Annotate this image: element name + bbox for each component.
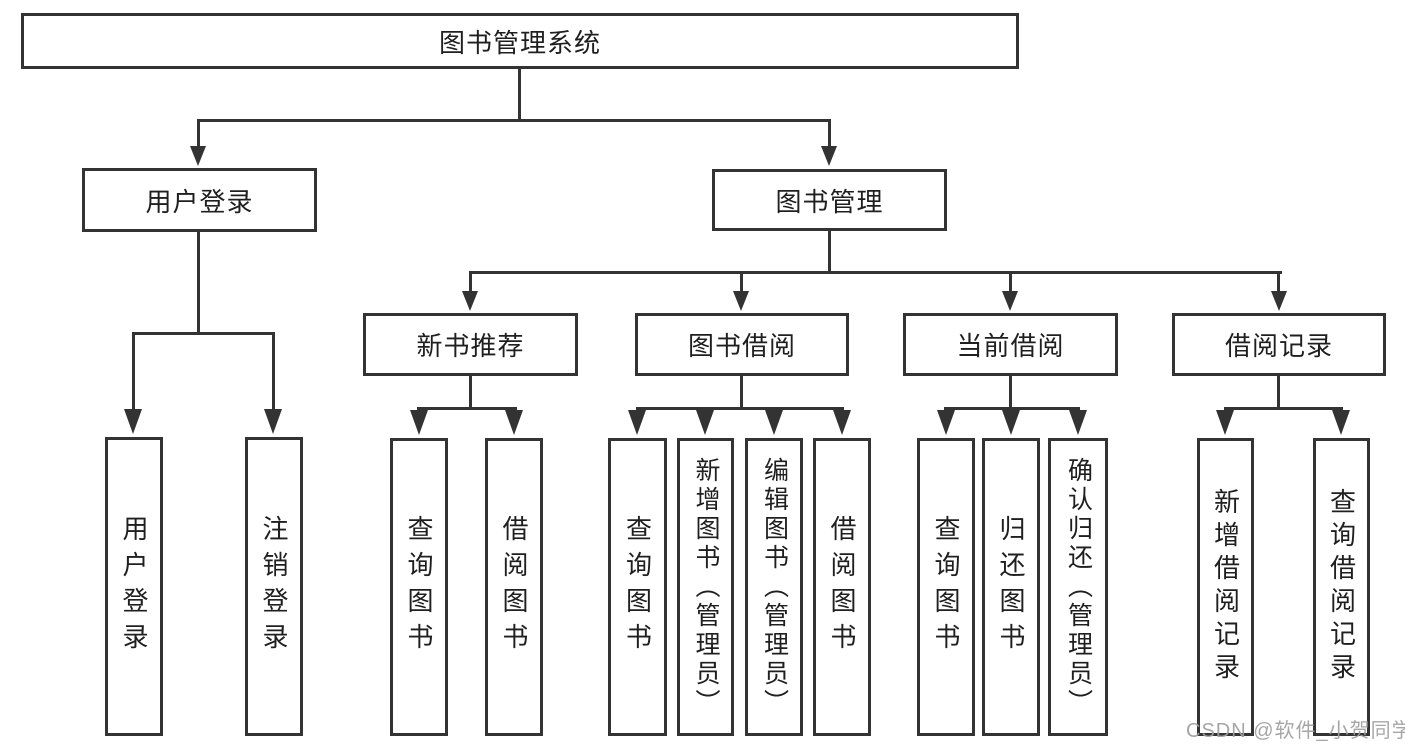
- connector-line: [828, 119, 831, 148]
- arrow-down-icon: [937, 410, 955, 435]
- connector-line: [469, 271, 1282, 274]
- node-label: 查询图书: [404, 515, 434, 659]
- arrow-down-icon: [1216, 410, 1234, 435]
- watermark: CSDN @软件_小贺同学: [1186, 720, 1405, 742]
- node-label: 归还图书: [996, 515, 1026, 659]
- connector-line: [1009, 376, 1012, 410]
- arrow-down-icon: [696, 410, 714, 435]
- arrow-down-icon: [1332, 410, 1350, 435]
- node-borrowing-records: 借阅记录: [1172, 313, 1386, 376]
- connector-line: [132, 332, 275, 335]
- connector-line: [740, 271, 743, 293]
- connector-line: [197, 232, 200, 334]
- node-label: 借阅图书: [499, 515, 529, 659]
- node-new-book-recommendation: 新书推荐: [363, 313, 578, 376]
- node-book-borrowing: 图书借阅: [635, 313, 849, 376]
- node-label: 编辑图书（管理员）: [760, 456, 789, 718]
- leaf-borrow-books-borrowing: 借阅图书: [813, 438, 871, 736]
- arrow-down-icon: [410, 410, 428, 435]
- arrow-down-icon: [462, 291, 478, 311]
- leaf-query-books-borrowing: 查询图书: [608, 438, 667, 736]
- node-library-management-system: 图书管理系统: [21, 13, 1019, 69]
- arrow-down-icon: [833, 410, 851, 435]
- leaf-add-book-admin: 新增图书（管理员）: [677, 438, 734, 736]
- node-label: 借阅图书: [827, 515, 857, 659]
- node-label: 用户登录: [145, 186, 254, 217]
- node-current-borrowing: 当前借阅: [903, 313, 1118, 376]
- node-label: 图书管理系统: [438, 27, 601, 58]
- leaf-add-borrow-record: 新增借阅记录: [1197, 438, 1254, 736]
- leaf-edit-book-admin: 编辑图书（管理员）: [745, 438, 803, 736]
- connector-line: [469, 376, 472, 410]
- connector-line: [740, 376, 743, 410]
- arrow-down-icon: [264, 409, 282, 434]
- node-label: 查询图书: [931, 515, 961, 659]
- node-label: 查询图书: [622, 515, 653, 659]
- leaf-query-books-current: 查询图书: [917, 438, 975, 736]
- node-label: 查询借阅记录: [1326, 488, 1357, 686]
- leaf-user-login: 用户登录: [105, 437, 163, 736]
- node-label: 图书管理: [775, 186, 884, 217]
- leaf-query-books-recommend: 查询图书: [390, 438, 448, 736]
- arrow-down-icon: [821, 146, 837, 166]
- arrow-down-icon: [1069, 410, 1087, 435]
- connector-line: [1277, 376, 1280, 410]
- arrow-down-icon: [765, 410, 783, 435]
- arrow-down-icon: [1271, 291, 1287, 311]
- connector-line: [944, 407, 1080, 410]
- node-label: 新增借阅记录: [1210, 488, 1241, 686]
- node-label: 用户登录: [119, 514, 149, 659]
- arrow-down-icon: [1002, 291, 1018, 311]
- connector-line: [636, 407, 844, 410]
- arrow-down-icon: [733, 291, 749, 311]
- connector-line: [272, 332, 275, 410]
- leaf-return-book: 归还图书: [982, 438, 1040, 736]
- arrow-down-icon: [190, 146, 206, 166]
- connector-line: [518, 69, 521, 119]
- node-user-login: 用户登录: [82, 168, 317, 232]
- connector-line: [828, 231, 831, 273]
- arrow-down-icon: [124, 409, 142, 434]
- leaf-logout: 注销登录: [245, 437, 303, 736]
- node-label: 图书借阅: [687, 331, 796, 361]
- node-label: 新书推荐: [416, 331, 525, 361]
- leaf-confirm-return-admin: 确认归还（管理员）: [1048, 438, 1108, 736]
- node-book-management: 图书管理: [712, 169, 947, 231]
- node-label: 确认归还（管理员）: [1064, 456, 1093, 718]
- connector-line: [197, 119, 200, 148]
- leaf-borrow-books-recommend: 借阅图书: [485, 438, 543, 736]
- connector-line: [1009, 271, 1012, 293]
- arrow-down-icon: [628, 410, 646, 435]
- connector-line: [132, 332, 135, 410]
- connector-line: [469, 271, 472, 293]
- node-label: 新增图书（管理员）: [692, 456, 720, 718]
- arrow-down-icon: [505, 410, 523, 435]
- connector-line: [417, 407, 517, 410]
- connector-line: [197, 119, 831, 122]
- node-label: 当前借阅: [956, 331, 1065, 361]
- arrow-down-icon: [1002, 410, 1020, 435]
- node-label: 借阅记录: [1224, 331, 1333, 361]
- connector-line: [1224, 407, 1343, 410]
- connector-line: [1277, 271, 1280, 293]
- leaf-query-borrow-record: 查询借阅记录: [1313, 438, 1370, 736]
- node-label: 注销登录: [259, 514, 289, 659]
